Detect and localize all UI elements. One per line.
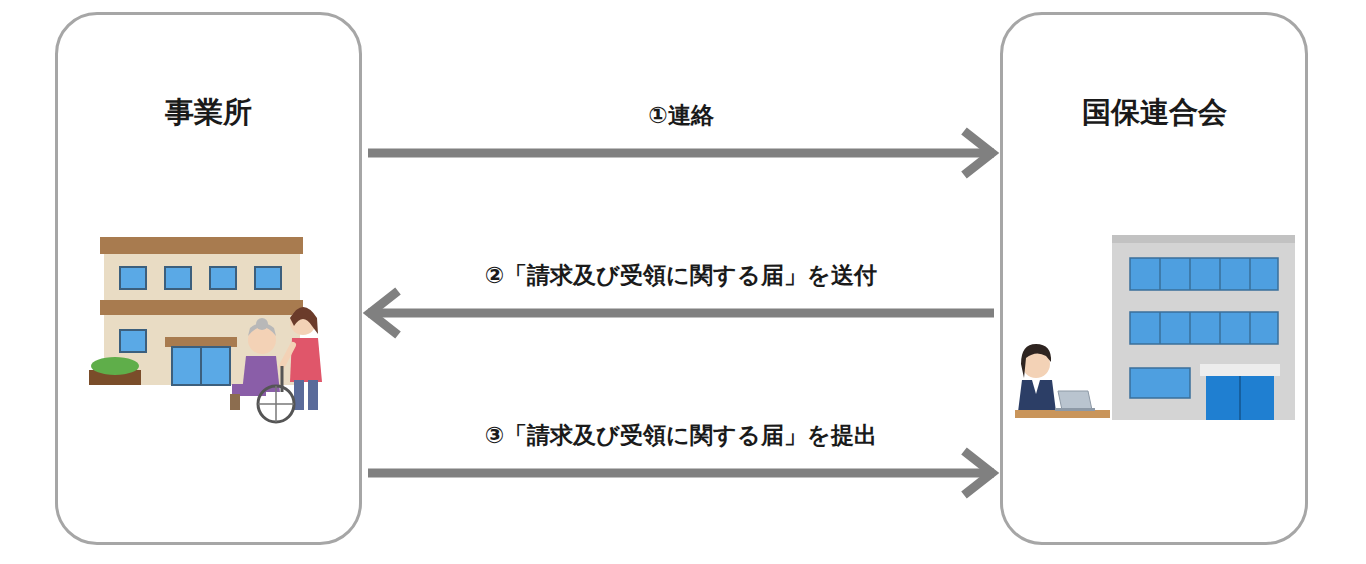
flow-arrow xyxy=(368,451,994,495)
arrow-shaft xyxy=(368,309,994,318)
flow-arrow xyxy=(368,131,994,175)
office-building-illustration xyxy=(1015,235,1295,420)
org-box: 事業所 xyxy=(55,12,362,545)
care-facility-illustration xyxy=(89,237,322,422)
org-name: 事業所 xyxy=(58,93,359,133)
org-name: 国保連合会 xyxy=(1003,93,1305,133)
edge-label: ②「請求及び受領に関する届」を送付 xyxy=(481,260,881,291)
arrow-head xyxy=(370,291,398,335)
edge-label: ③「請求及び受領に関する届」を提出 xyxy=(481,420,881,451)
flow-arrow xyxy=(368,291,994,335)
arrow-shaft xyxy=(368,149,994,158)
org-box: 国保連合会 xyxy=(1000,12,1308,545)
arrow-head xyxy=(964,131,992,175)
edge-label: ①連絡 xyxy=(644,100,717,131)
arrow-shaft xyxy=(368,469,994,478)
arrow-head xyxy=(964,451,992,495)
